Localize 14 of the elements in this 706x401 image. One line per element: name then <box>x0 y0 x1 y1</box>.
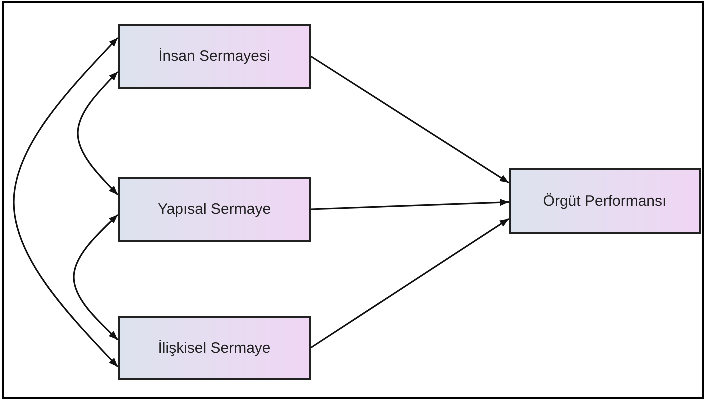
arrow <box>13 37 119 368</box>
variable-label: Örgüt Performansı <box>543 192 667 210</box>
variable-box <box>118 177 311 242</box>
arrow <box>310 199 510 210</box>
variable-box <box>118 24 311 89</box>
arrow <box>310 218 510 349</box>
variable-box <box>509 168 701 234</box>
arrow <box>310 56 510 184</box>
arrow <box>73 214 119 341</box>
variable-label: İnsan Sermayesi <box>158 48 270 65</box>
variable-box <box>118 316 311 380</box>
variable-label: Yapısal Sermaye <box>158 201 272 218</box>
arrow <box>77 71 119 196</box>
variable-label: İlişkisel Sermaye <box>158 340 271 356</box>
